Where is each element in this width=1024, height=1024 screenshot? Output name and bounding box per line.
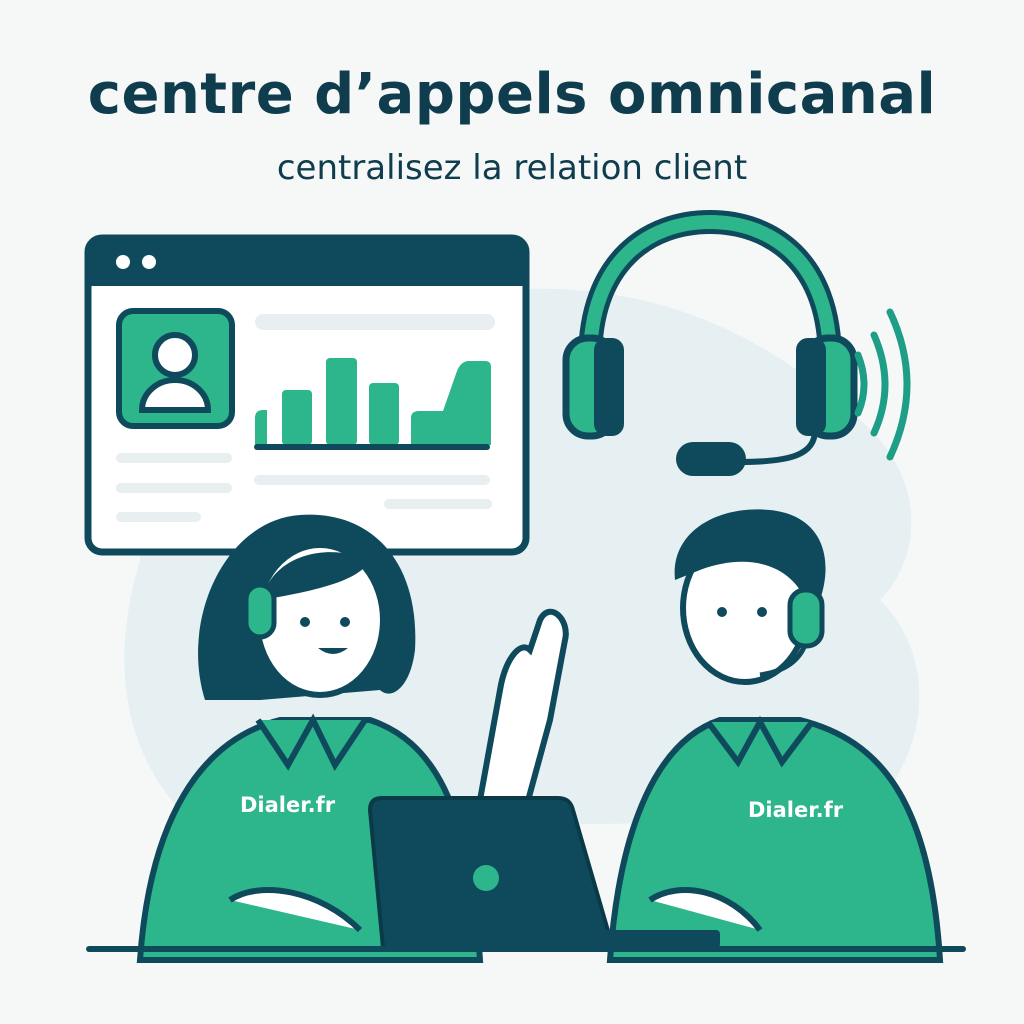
browser-window	[84, 234, 530, 556]
desk-line	[86, 946, 966, 952]
sound-waves-icon	[854, 308, 911, 461]
female-agent	[136, 514, 569, 963]
page-title: centre d’appels omnicanal	[87, 62, 937, 127]
window-dot-icon	[142, 255, 156, 269]
shirt-logo-text: Dialer.fr	[240, 793, 336, 817]
user-profile-icon	[116, 308, 235, 429]
mini-bar-chart	[254, 358, 491, 450]
laptop-icon	[367, 796, 720, 950]
window-dot-icon	[116, 255, 130, 269]
shirt-logo-text: Dialer.fr	[748, 798, 844, 822]
headset-icon	[562, 209, 858, 476]
male-agent	[606, 509, 944, 963]
page-subtitle: centralisez la relation client	[276, 148, 748, 188]
